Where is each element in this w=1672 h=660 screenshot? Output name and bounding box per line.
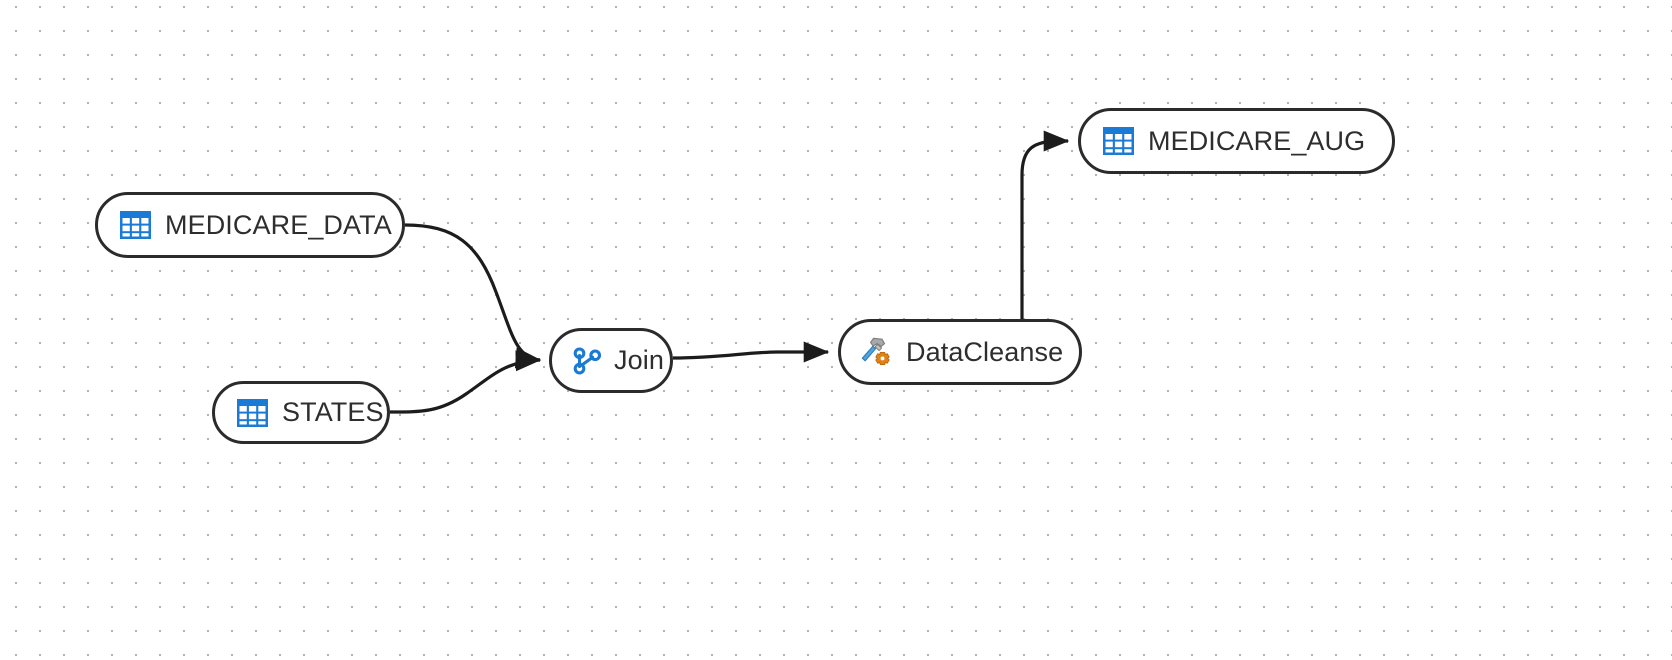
node-states[interactable]: STATES <box>212 381 390 444</box>
node-label: MEDICARE_DATA <box>165 209 392 240</box>
edge-join-to-datacleanse <box>672 341 830 363</box>
edge-datacleanse-to-medicare-aug <box>1020 130 1070 319</box>
node-label: STATES <box>282 397 384 427</box>
table-icon <box>1103 127 1134 155</box>
node-label: Join <box>614 345 664 375</box>
edge-medicare-data-to-join <box>404 223 542 369</box>
node-medicare-data[interactable]: MEDICARE_DATA <box>95 192 405 258</box>
join-icon <box>572 346 602 376</box>
node-label: DataCleanse <box>906 336 1064 367</box>
node-datacleanse[interactable]: DataCleanse <box>838 319 1082 385</box>
node-label: MEDICARE_AUG <box>1148 125 1366 156</box>
table-icon <box>237 398 268 427</box>
table-icon <box>120 211 151 239</box>
node-join[interactable]: Join <box>549 328 673 393</box>
node-medicare-aug[interactable]: MEDICARE_AUG <box>1078 108 1395 174</box>
edge-states-to-join <box>389 350 542 414</box>
hammer-gear-icon <box>859 336 893 368</box>
